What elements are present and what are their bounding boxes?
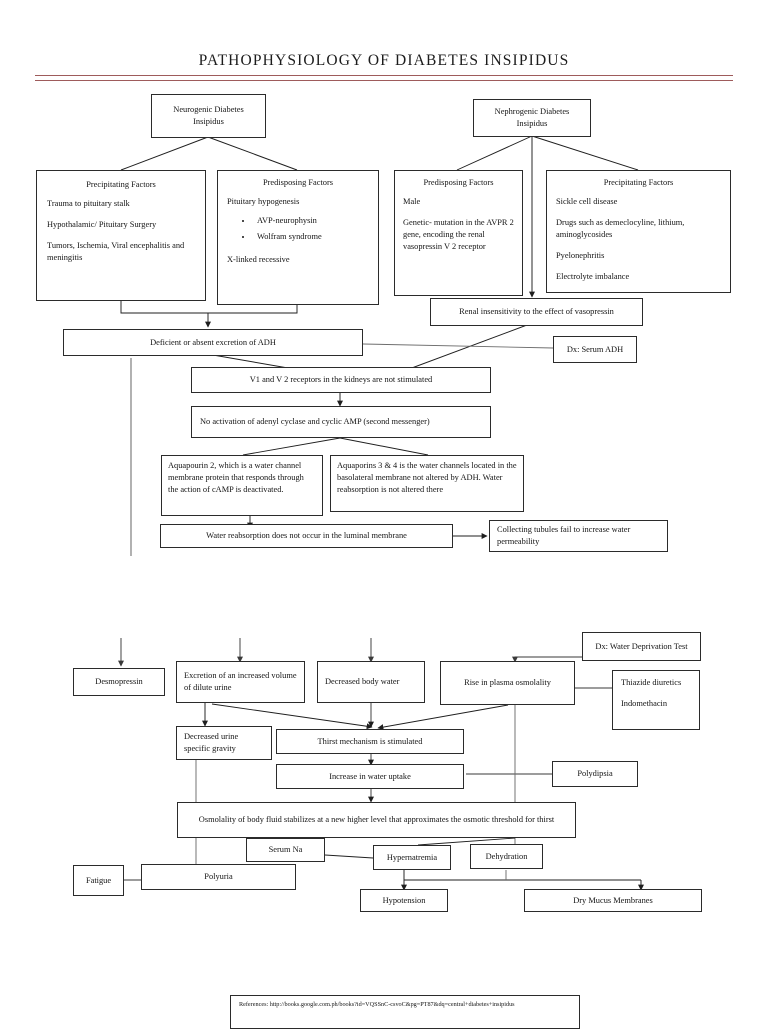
node-thiazide-indomethacin[interactable]: Thiazide diuretics Indomethacin (612, 670, 700, 730)
predisposing-factors-header: Predisposing Factors (423, 178, 494, 187)
list-item: AVP-neurophysin (253, 215, 369, 227)
predisposing-bullet-list: AVP-neurophysin Wolfram syndrome (227, 215, 369, 247)
list-item: Wolfram syndrome (253, 231, 369, 243)
node-fatigue[interactable]: Fatigue (73, 865, 124, 896)
node-excretion-dilute-urine[interactable]: Excretion of an increased volume of dilu… (176, 661, 305, 703)
node-dx-serum-adh[interactable]: Dx: Serum ADH (553, 336, 637, 363)
node-desmopressin[interactable]: Desmopressin (73, 668, 165, 696)
reference-text: References: http://books.google.com.ph/b… (239, 1001, 515, 1008)
node-dehydration[interactable]: Dehydration (470, 844, 543, 869)
node-v1-v2-receptors[interactable]: V1 and V 2 receptors in the kidneys are … (191, 367, 491, 393)
node-hypernatremia[interactable]: Hypernatremia (373, 845, 451, 870)
node-polyuria[interactable]: Polyuria (141, 864, 296, 890)
node-decreased-urine-specific-gravity[interactable]: Decreased urine specific gravity (176, 726, 272, 760)
node-aquaporin-3-4[interactable]: Aquaporins 3 & 4 is the water channels l… (330, 455, 524, 512)
node-neurogenic-predisposing-factors[interactable]: Predisposing Factors Pituitary hypogenes… (217, 170, 379, 305)
precipitating-factors-header: Precipitating Factors (603, 178, 674, 187)
node-nephrogenic-di[interactable]: Nephrogenic Diabetes Insipidus (473, 99, 591, 137)
node-rise-plasma-osmolality[interactable]: Rise in plasma osmolality (440, 661, 575, 705)
node-aquaporin-2[interactable]: Aquapourin 2, which is a water channel m… (161, 455, 323, 516)
page-title: PATHOPHYSIOLOGY OF DIABETES INSIPIDUS (198, 52, 570, 69)
node-nephrogenic-precipitating-factors[interactable]: Precipitating Factors Sickle cell diseas… (546, 170, 731, 293)
node-decreased-body-water[interactable]: Decreased body water (317, 661, 425, 703)
node-water-reabsorption-luminal[interactable]: Water reabsorption does not occur in the… (160, 524, 453, 548)
node-polydipsia[interactable]: Polydipsia (552, 761, 638, 787)
node-osmolality-stabilizes[interactable]: Osmolality of body fluid stabilizes at a… (177, 802, 576, 838)
node-no-activation-adenyl-cyclase[interactable]: No activation of adenyl cyclase and cycl… (191, 406, 491, 438)
node-neurogenic-di[interactable]: Neurogenic Diabetes Insipidus (151, 94, 266, 138)
node-hypotension[interactable]: Hypotension (360, 889, 448, 912)
node-increase-water-uptake[interactable]: Increase in water uptake (276, 764, 464, 789)
node-dx-water-deprivation-test[interactable]: Dx: Water Deprivation Test (582, 632, 701, 661)
node-renal-insensitivity[interactable]: Renal insensitivity to the effect of vas… (430, 298, 643, 326)
precipitating-factors-header: Precipitating Factors (86, 180, 156, 189)
node-collecting-tubules[interactable]: Collecting tubules fail to increase wate… (489, 520, 668, 552)
node-nephrogenic-predisposing-factors[interactable]: Predisposing Factors Male Genetic- mutat… (394, 170, 523, 296)
title-divider-rule (35, 75, 733, 81)
node-deficient-adh[interactable]: Deficient or absent excretion of ADH (63, 329, 363, 356)
node-dry-mucus-membranes[interactable]: Dry Mucus Membranes (524, 889, 702, 912)
references-box: References: http://books.google.com.ph/b… (230, 995, 580, 1029)
node-neurogenic-precipitating-factors[interactable]: Precipitating Factors Trauma to pituitar… (36, 170, 206, 301)
node-thirst-mechanism[interactable]: Thirst mechanism is stimulated (276, 729, 464, 754)
node-serum-na[interactable]: Serum Na (246, 838, 325, 862)
predisposing-factors-header: Predisposing Factors (262, 178, 334, 187)
